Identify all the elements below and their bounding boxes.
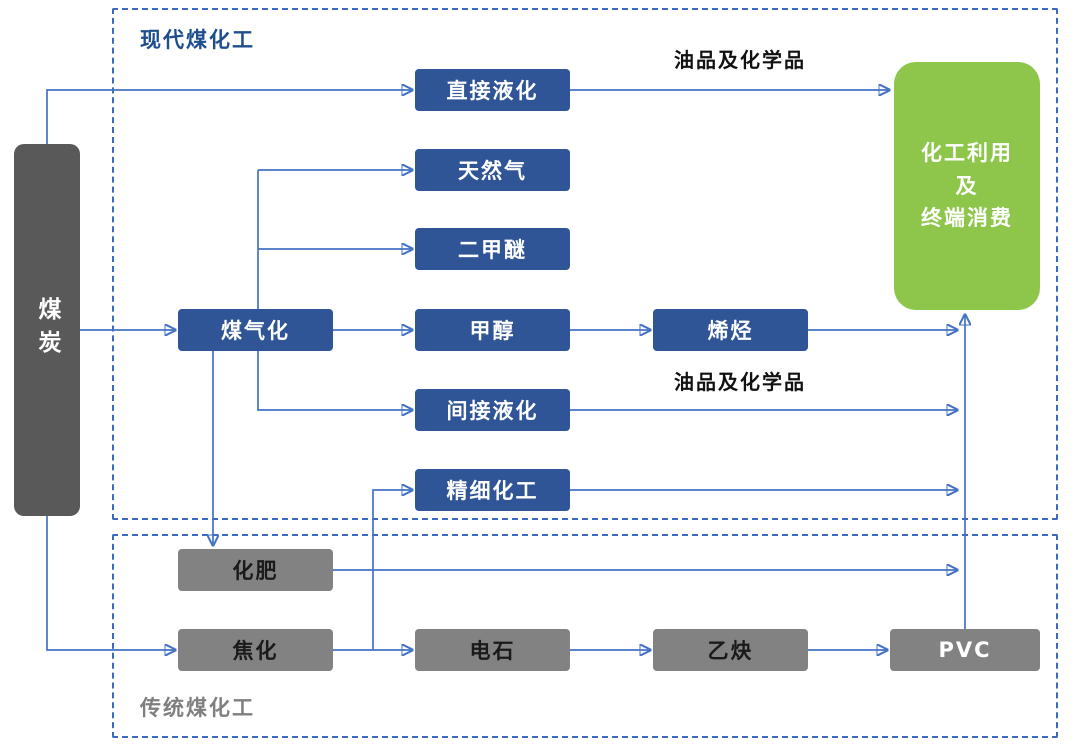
node-coal: 煤炭 <box>14 144 80 516</box>
node-coal-label: 煤炭 <box>34 297 60 363</box>
node-coal-gasification: 煤气化 <box>178 309 333 351</box>
node-indirect-liquefaction: 间接液化 <box>415 389 570 431</box>
terminal-line-2: 及 <box>955 173 979 198</box>
node-methanol: 甲醇 <box>415 309 570 351</box>
node-terminal-consumption: 化工利用 及 终端消费 <box>894 62 1040 310</box>
traditional-group-label: 传统煤化工 <box>140 696 255 720</box>
node-olefins: 烯烃 <box>653 309 808 351</box>
terminal-line-3: 终端消费 <box>921 206 1013 231</box>
node-fine-chemicals: 精细化工 <box>415 469 570 511</box>
node-natural-gas: 天然气 <box>415 149 570 191</box>
edge-label-oil-and-chemicals-top: 油品及化学品 <box>674 48 806 72</box>
node-calcium-carbide: 电石 <box>415 629 570 671</box>
node-direct-liquefaction: 直接液化 <box>415 69 570 111</box>
edge-label-oil-and-chemicals-middle: 油品及化学品 <box>674 370 806 394</box>
node-coking: 焦化 <box>178 629 333 671</box>
node-fertilizer: 化肥 <box>178 549 333 591</box>
terminal-line-1: 化工利用 <box>921 141 1013 166</box>
modern-group-border <box>112 8 1058 520</box>
node-pvc: PVC <box>890 629 1040 671</box>
node-acetylene: 乙炔 <box>653 629 808 671</box>
node-dimethyl-ether: 二甲醚 <box>415 228 570 270</box>
modern-group-label: 现代煤化工 <box>140 28 255 52</box>
